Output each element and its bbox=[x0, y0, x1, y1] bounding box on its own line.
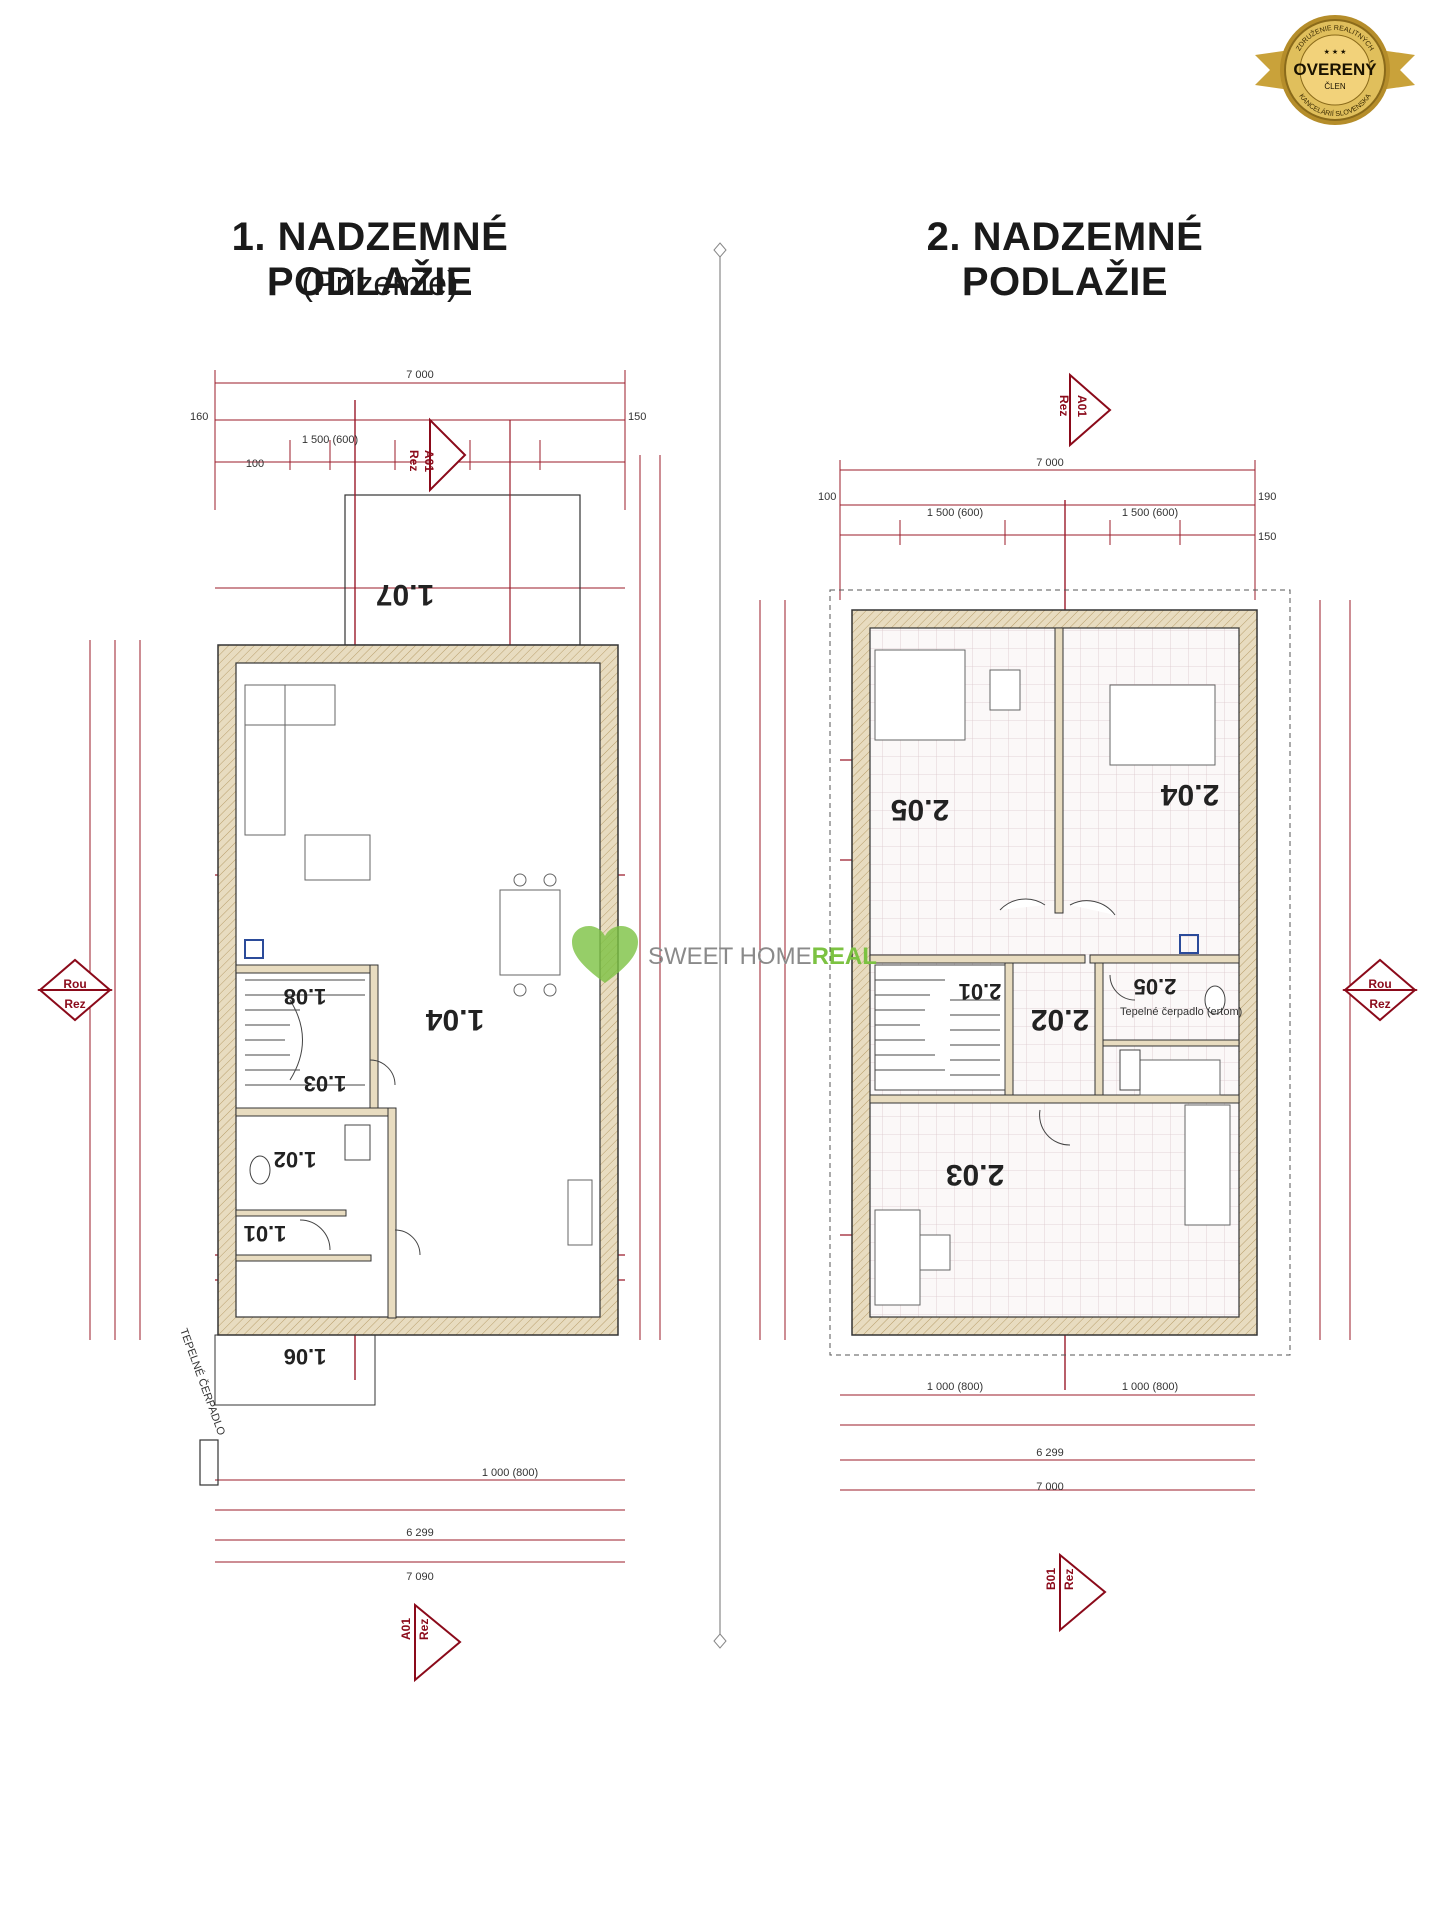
heart-icon bbox=[572, 926, 638, 983]
svg-text:Rez: Rez bbox=[417, 1619, 431, 1640]
f1-marker-top: A01 Rez bbox=[407, 417, 467, 493]
f2-dim-window-right: 1 500 (600) bbox=[1122, 507, 1178, 519]
watermark-text: SWEET HOMEREAL bbox=[648, 943, 877, 971]
svg-text:Rez: Rez bbox=[407, 450, 421, 471]
room-2-01: 2.01 bbox=[959, 979, 1002, 1004]
room-1-08: 1.08 bbox=[284, 984, 327, 1009]
f1-dim-bottom-window: 1 000 (800) bbox=[482, 1467, 538, 1479]
f1-dim-150: 150 bbox=[628, 411, 646, 423]
f2-dim-window-left: 1 500 (600) bbox=[927, 507, 983, 519]
floor1-title: 1. NADZEMNÉ PODLAŽIE bbox=[231, 215, 509, 304]
svg-text:Rou: Rou bbox=[63, 977, 86, 991]
room-1-04: 1.04 bbox=[425, 1003, 484, 1036]
f1-dim-bottom-inner: 6 299 bbox=[406, 1527, 434, 1539]
room-1-07: 1.07 bbox=[376, 578, 434, 611]
f2-dim-190: 190 bbox=[1258, 491, 1276, 503]
svg-text:Rez: Rez bbox=[1062, 1569, 1076, 1590]
floor1-subtitle: (Prízemie) bbox=[301, 265, 459, 303]
room-2-02: 2.02 bbox=[1031, 1003, 1089, 1036]
floor2-title: 2. NADZEMNÉ PODLAŽIE bbox=[926, 215, 1204, 304]
room-1-03: 1.03 bbox=[304, 1071, 347, 1096]
f1-marker-bottom: A01 Rez bbox=[399, 1602, 462, 1683]
f2-dim-150: 150 bbox=[1258, 531, 1276, 543]
room-2-03: 2.03 bbox=[946, 1158, 1004, 1191]
badge-label: OVERENÝ bbox=[1293, 60, 1377, 79]
badge-sub: ČLEN bbox=[1324, 82, 1346, 91]
f2-dim-bottom-inner: 6 299 bbox=[1036, 1447, 1064, 1459]
f2-dim-bottom-total: 7 000 bbox=[1036, 1481, 1064, 1493]
room-2-04: 2.04 bbox=[1160, 778, 1219, 811]
badge-stars-icon: ★ ★ ★ bbox=[1324, 48, 1347, 56]
f2-note-heat-pump: Tepelné čerpadlo (ertom) bbox=[1120, 1006, 1242, 1018]
floor1-stairs bbox=[245, 979, 365, 1086]
svg-text:Rez: Rez bbox=[64, 997, 85, 1011]
f1-dim-160: 160 bbox=[190, 411, 208, 423]
room-1-01: 1.01 bbox=[244, 1221, 287, 1246]
room-1-02: 1.02 bbox=[274, 1147, 317, 1172]
svg-text:A01: A01 bbox=[1075, 395, 1089, 417]
verified-member-badge: ZDRUŽENIE REALITNÝCH KANCELÁRIÍ SLOVENSK… bbox=[1255, 15, 1415, 125]
room-1-06: 1.06 bbox=[284, 1344, 327, 1369]
f1-dim-100: 100 bbox=[246, 458, 264, 470]
svg-text:A01: A01 bbox=[422, 450, 436, 472]
svg-text:Rez: Rez bbox=[1057, 395, 1071, 416]
room-2-05a: 2.05 bbox=[891, 793, 949, 826]
svg-text:Rez: Rez bbox=[1369, 997, 1390, 1011]
f1-note-heat-pump: TEPELNÉ ČERPADLO bbox=[177, 1327, 228, 1438]
svg-text:A01: A01 bbox=[399, 1618, 413, 1640]
f1-dim-total: 7 000 bbox=[406, 369, 434, 381]
f2-dim-bottom-window-left: 1 000 (800) bbox=[927, 1381, 983, 1393]
watermark-accent: REAL bbox=[811, 943, 877, 970]
f1-dim-window: 1 500 (600) bbox=[302, 434, 358, 446]
svg-text:B01: B01 bbox=[1044, 1568, 1058, 1590]
f2-dim-total: 7 000 bbox=[1036, 457, 1064, 469]
f1-marker-left: Rou Rez bbox=[37, 958, 113, 1022]
watermark-main: SWEET HOME bbox=[648, 943, 812, 970]
svg-text:Rou: Rou bbox=[1368, 977, 1391, 991]
f1-dim-bottom-total: 7 090 bbox=[406, 1571, 434, 1583]
f2-dim-bottom-window-right: 1 000 (800) bbox=[1122, 1381, 1178, 1393]
f2-marker-right: Rou Rez bbox=[1342, 958, 1418, 1022]
f2-marker-bottom: B01 Rez bbox=[1044, 1552, 1107, 1633]
watermark: SWEET HOMEREAL bbox=[570, 925, 877, 985]
floor2-stairs bbox=[874, 964, 1006, 1091]
f2-marker-top: A01 Rez bbox=[1057, 372, 1112, 448]
room-2-05b: 2.05 bbox=[1134, 974, 1177, 999]
f2-dim-100: 100 bbox=[818, 491, 836, 503]
